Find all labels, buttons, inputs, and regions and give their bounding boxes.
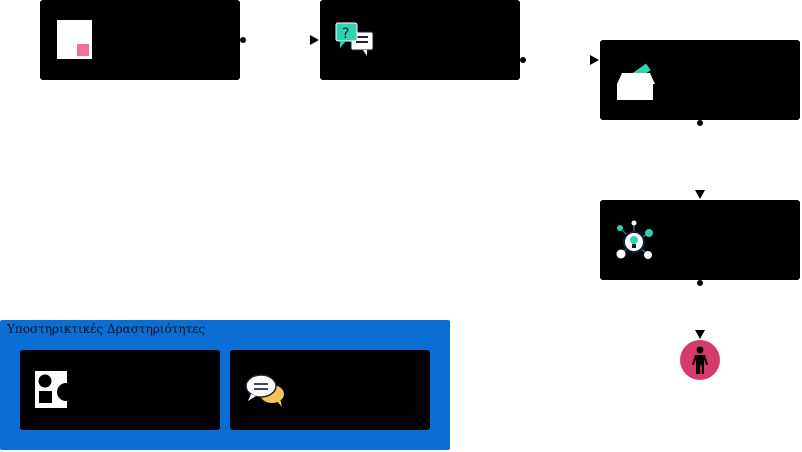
person-icon [692,346,708,374]
question-chat-icon: ? [335,22,374,56]
panel-title: Υποστηρικτικές Δραστηριότητες [7,322,206,336]
svg-text:?: ? [342,26,349,42]
shapes-icon [35,371,75,408]
support-activity-chat[interactable] [230,350,430,430]
arrow-head [590,55,599,65]
connector-dot [520,57,526,63]
connector-dot [697,280,703,286]
support-activities-panel: Υποστηρικτικές Δραστηριότητες [0,320,450,450]
support-activity-shapes[interactable] [20,350,220,430]
end-node-person[interactable] [680,340,720,380]
step-vote[interactable] [600,40,800,120]
chat-bubbles-icon [245,374,284,407]
arrow-head [695,330,705,339]
document-icon [57,20,92,59]
connector-dot [240,37,246,43]
step-document[interactable] [40,0,240,80]
step-ideas[interactable] [600,200,800,280]
step-discussion[interactable]: ? [320,0,520,80]
connector-dot [697,120,703,126]
arrow-head [695,190,705,199]
arrow-head [310,35,319,45]
ballot-box-icon [617,63,655,100]
idea-network-icon [616,220,653,259]
